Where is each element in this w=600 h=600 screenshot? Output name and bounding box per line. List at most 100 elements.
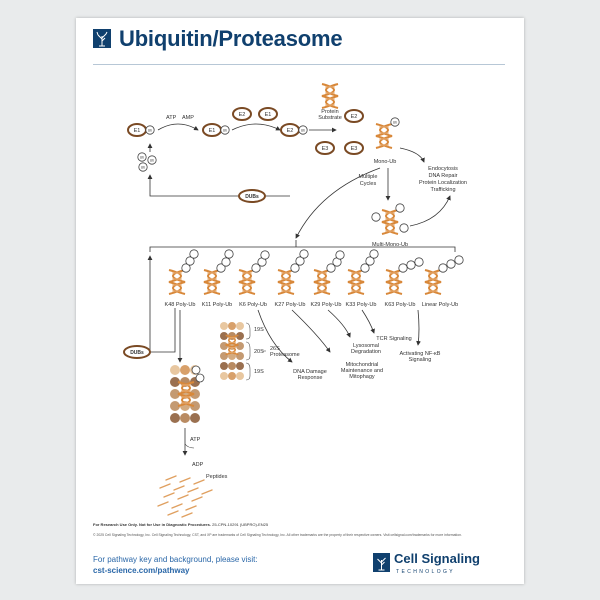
svg-text:K11 Poly-Ub: K11 Poly-Ub: [202, 302, 232, 308]
amp-label: AMP: [182, 115, 194, 121]
svg-text:Ub: Ub: [393, 121, 398, 125]
svg-text:DUBs: DUBs: [130, 350, 144, 356]
page-title: Ubiquitin/Proteasome: [119, 26, 343, 51]
chain-k11: [203, 249, 234, 295]
svg-text:Protein: Protein: [321, 109, 338, 115]
proteasome-label-1: 26S: [270, 346, 280, 352]
disclaimer-code: 25-CPN-10291 (UBPRO)-EN25: [212, 522, 269, 527]
chain-k29: [313, 250, 345, 295]
svg-text:Endocytosis: Endocytosis: [428, 166, 458, 172]
svg-text:Signaling: Signaling: [409, 357, 432, 363]
chain-k63: [385, 257, 424, 295]
svg-text:K33 Poly-Ub: K33 Poly-Ub: [346, 302, 377, 308]
cst-tree-logo-icon: [93, 29, 111, 48]
svg-text:Degradation: Degradation: [351, 349, 381, 355]
disclaimer-bold: For Research Use Only. Not for Use in Di…: [93, 522, 211, 527]
header-divider: [93, 64, 505, 65]
svg-text:Mono-Ub: Mono-Ub: [374, 159, 397, 165]
pathway-url-link[interactable]: cst-science.com/pathway: [93, 566, 190, 575]
svg-text:Ub: Ub: [223, 129, 228, 133]
peptides-label: Peptides: [206, 474, 228, 480]
svg-text:Maintenance and: Maintenance and: [341, 368, 383, 374]
svg-text:E2: E2: [351, 114, 358, 120]
svg-text:E2: E2: [239, 112, 246, 118]
dubs-top-badge: DUBs: [238, 189, 266, 203]
poly-ub-chains: [168, 249, 464, 295]
bracket-19s-bottom: [245, 362, 251, 381]
dubs-top-arrow: [147, 174, 290, 197]
poster-sheet: [76, 18, 524, 584]
dubs-left-badge: DUBs: [123, 345, 151, 359]
proteasome-26s: [220, 322, 244, 380]
peptide-fragments: [157, 475, 213, 518]
svg-text:DNA Repair: DNA Repair: [428, 173, 457, 179]
mono-ub-substrate: Ub Mono-Ub: [374, 117, 400, 165]
svg-text:Mitochondrial: Mitochondrial: [346, 362, 379, 368]
svg-text:E2: E2: [287, 128, 294, 134]
dubs-left-loop: [149, 258, 176, 353]
svg-text:Mitophagy: Mitophagy: [349, 374, 375, 380]
svg-text:Ub: Ub: [150, 159, 155, 163]
proteasome-label-2: Proteasome: [270, 352, 300, 358]
atp-bottom-label: ATP: [190, 437, 201, 443]
chain-outcomes: TCR Signaling Lysosomal Degradation Mito…: [293, 336, 441, 381]
svg-text:Lysosomal: Lysosomal: [353, 343, 379, 349]
chain-labels: K48 Poly-Ub K11 Poly-Ub K6 Poly-Ub K27 P…: [165, 302, 459, 308]
svg-text:K63 Poly-Ub: K63 Poly-Ub: [385, 302, 416, 308]
atp-arrow: [157, 123, 199, 131]
research-disclaimer: For Research Use Only. Not for Use in Di…: [93, 522, 268, 527]
e2-right: E2: [344, 109, 364, 123]
e2-ub-complex: E2 Ub: [280, 123, 308, 137]
pathway-cta-text: For pathway key and background, please v…: [93, 555, 258, 564]
svg-text:E1: E1: [134, 128, 141, 134]
svg-text:K29 Poly-Ub: K29 Poly-Ub: [311, 302, 342, 308]
k6-outcome-arrow: [257, 309, 293, 363]
e3-left: E3: [315, 141, 335, 155]
bracket-20s: [245, 341, 251, 361]
mono-outcome-arrow: [399, 147, 425, 163]
label-19s-top: 19S: [254, 327, 264, 333]
multi-outcome-arrow: [409, 195, 451, 227]
svg-text:E3: E3: [351, 146, 358, 152]
degradation-complex: [170, 365, 205, 423]
svg-text:Ub: Ub: [141, 166, 146, 170]
svg-text:K6 Poly-Ub: K6 Poly-Ub: [239, 302, 267, 308]
svg-text:E1: E1: [209, 128, 216, 134]
k33-outcome-arrow: [361, 309, 375, 334]
chain-k27: [277, 249, 309, 295]
svg-text:Protein Localization: Protein Localization: [419, 180, 467, 186]
svg-text:E3: E3: [322, 146, 329, 152]
svg-text:Substrate: Substrate: [318, 115, 342, 121]
e2-enzyme: E2: [232, 107, 252, 121]
adp-label: ADP: [192, 462, 204, 468]
copyright-text: © 2025 Cell Signaling Technology, Inc. C…: [93, 533, 462, 537]
bracket-19s-top: [245, 322, 251, 340]
k29-outcome-arrow: [327, 309, 351, 338]
svg-text:Activating NF-κB: Activating NF-κB: [400, 351, 441, 357]
svg-text:Linear Poly-Ub: Linear Poly-Ub: [422, 302, 458, 308]
svg-text:DUBs: DUBs: [245, 194, 259, 200]
multiple-cycles-label-1: Multiple: [359, 174, 378, 180]
chain-k33: [347, 249, 379, 295]
mono-to-poly-arrow: [295, 167, 381, 239]
protein-substrate: Protein Substrate: [318, 83, 342, 121]
brand-name: Cell Signaling: [394, 551, 480, 566]
multiple-cycles-label-2: Cycles: [360, 181, 377, 187]
svg-text:K48 Poly-Ub: K48 Poly-Ub: [165, 302, 196, 308]
e1-released: E1: [258, 107, 278, 121]
brand-technology: TECHNOLOGY: [396, 569, 456, 575]
svg-text:Response: Response: [298, 375, 323, 381]
e3-right: E3: [344, 141, 364, 155]
k63-linear-outcome-arrow: [416, 309, 421, 346]
adp-branch: [184, 443, 195, 449]
e2-transfer-arrow: [231, 123, 281, 131]
chain-k6: [238, 250, 270, 295]
e1-enzyme: E1 Ub: [127, 123, 155, 137]
svg-text:E1: E1: [265, 112, 272, 118]
e1-ub-complex: E1 Ub: [202, 123, 230, 137]
label-20s: 20S: [254, 349, 264, 355]
svg-text:Trafficking: Trafficking: [430, 187, 455, 193]
free-ub-cluster: Ub Ub Ub: [137, 152, 157, 172]
svg-text:DNA Damage: DNA Damage: [293, 369, 327, 375]
